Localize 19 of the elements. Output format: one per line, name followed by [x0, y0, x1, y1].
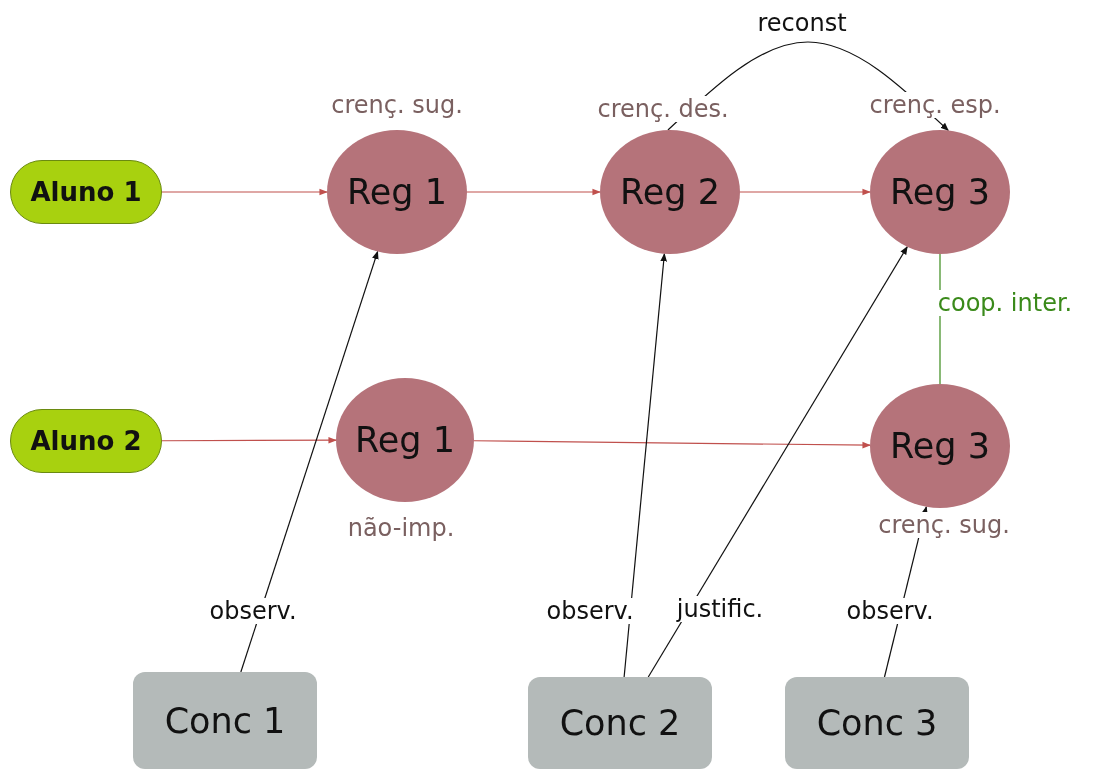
arrow: [739, 188, 871, 196]
state-ellipse: Reg 3: [870, 130, 1010, 254]
edge-label: observ.: [544, 598, 636, 625]
arrow: [466, 188, 601, 196]
concept-box: Conc 2: [528, 677, 712, 769]
arrow: [240, 250, 379, 673]
student-pill: Aluno 1: [10, 160, 162, 224]
student-pill: Aluno 2: [10, 409, 162, 473]
concept-box: Conc 3: [785, 677, 969, 769]
state-ellipse: Reg 2: [600, 130, 740, 254]
state-ellipse: Reg 1: [336, 378, 474, 502]
arrow: [473, 440, 871, 449]
state-ellipse: Reg 1: [327, 130, 467, 254]
arrow: [161, 188, 328, 196]
state-ellipse: Reg 3: [870, 384, 1010, 508]
concept-box: Conc 1: [133, 672, 317, 769]
arrow: [161, 436, 337, 444]
arrow: [623, 252, 667, 678]
arrow: [647, 246, 908, 678]
